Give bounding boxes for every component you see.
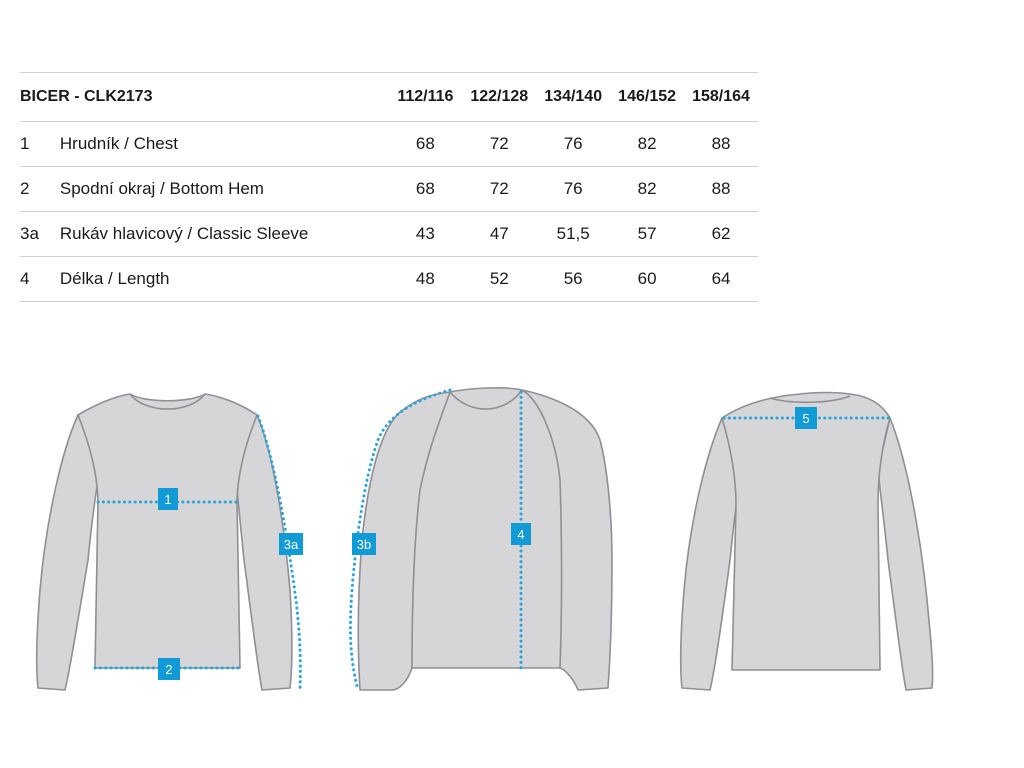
row-code: 2 [20,179,30,198]
size-header: 146/152 [618,88,677,105]
badge-5: 5 [795,407,817,429]
row-value: 82 [637,179,657,198]
row-value: 57 [637,224,657,243]
row-name: Délka / Length [59,269,170,288]
garment-front: 1 2 3a [35,393,303,692]
back-body [721,391,891,671]
badge-3a-label: 3a [284,537,299,552]
front-left-sleeve [35,414,101,691]
size-header: 158/164 [692,88,750,105]
badge-3b: 3b [352,533,376,555]
front-neckline [129,393,206,410]
size-table-header: BICER - CLK2173 112/116 122/128 134/140 … [20,72,758,122]
row-value: 43 [415,224,435,243]
row-name: Hrudník / Chest [59,134,178,153]
size-header: 112/116 [397,88,454,105]
row-code: 3a [20,224,39,243]
row-value: 52 [489,269,509,288]
garment-back: 5 [679,391,934,691]
badge-3b-label: 3b [357,537,371,552]
size-table: BICER - CLK2173 112/116 122/128 134/140 … [20,72,758,302]
badge-4-label: 4 [517,527,524,542]
side-neckline [449,389,523,410]
row-code: 1 [20,134,30,153]
row-value: 88 [711,179,731,198]
row-value: 82 [637,134,657,153]
row-value: 68 [415,179,435,198]
row-value: 68 [415,134,435,153]
raglan-seam-back [521,389,563,669]
badge-3a: 3a [279,533,303,555]
back-left-sleeve [679,417,743,691]
row-value: 48 [415,269,435,288]
row-value: 62 [711,224,731,243]
row-name: Spodní okraj / Bottom Hem [59,179,264,198]
back-neckline [769,395,851,404]
raglan-seam-front [411,391,451,669]
table-row: 3a Rukáv hlavicový / Classic Sleeve 43 4… [20,211,758,257]
badge-1: 1 [158,488,178,510]
badge-4: 4 [511,523,531,545]
row-value: 76 [563,134,583,153]
row-value: 56 [563,269,583,288]
size-header: 122/128 [470,88,529,105]
table-row: 1 Hrudník / Chest 68 72 76 82 88 [20,121,758,167]
garment-side: 3b 4 [348,387,613,692]
row-name: Rukáv hlavicový / Classic Sleeve [59,224,309,243]
badge-5-label: 5 [802,411,809,426]
badge-2: 2 [158,658,180,680]
sleeve-line-3b [348,388,452,692]
row-value: 72 [489,179,509,198]
row-value: 76 [563,179,583,198]
table-row: 4 Délka / Length 48 52 56 60 64 [20,256,758,302]
row-value: 88 [711,134,731,153]
front-body [77,393,258,669]
row-value: 64 [711,269,731,288]
row-value: 47 [489,224,509,243]
row-value: 51,5 [556,224,590,243]
front-right-sleeve [234,414,293,691]
row-code: 4 [20,269,30,288]
badge-2-label: 2 [165,662,172,677]
sleeve-line-3a [256,414,302,692]
badge-1-label: 1 [164,492,171,507]
product-name: BICER - CLK2173 [20,88,153,105]
row-value: 60 [637,269,657,288]
measurement-diagram: 1 2 3a 3b 4 [35,387,934,692]
back-right-sleeve [877,417,934,691]
side-body [357,387,613,691]
size-header: 134/140 [544,88,603,105]
table-row: 2 Spodní okraj / Bottom Hem 68 72 76 82 … [20,166,758,212]
row-value: 72 [489,134,509,153]
